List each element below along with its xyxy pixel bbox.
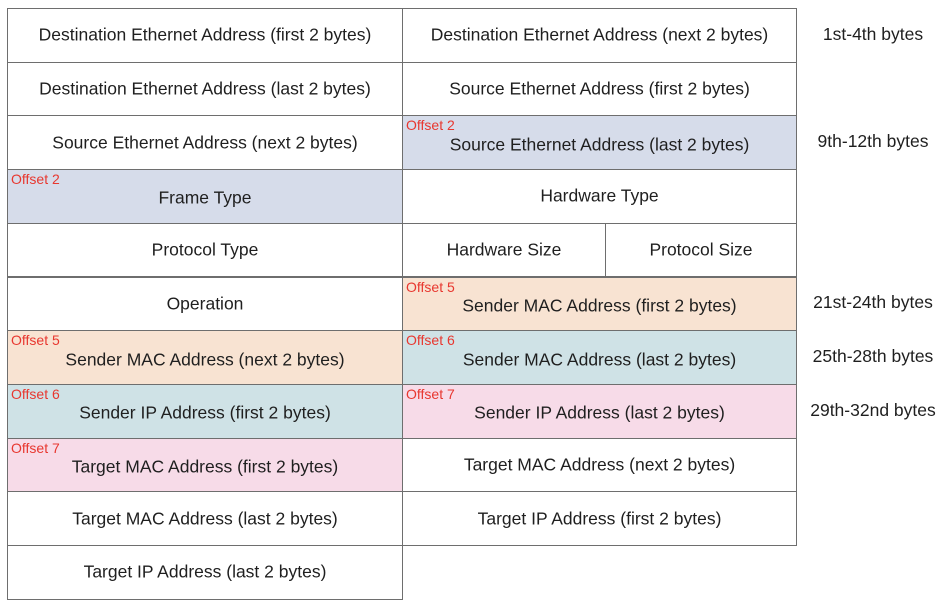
field-cell: Source Ethernet Address (next 2 bytes) — [7, 115, 403, 171]
field-cell: Hardware Type — [402, 169, 797, 224]
field-label: Hardware Type — [540, 185, 659, 206]
offset-label: Offset 5 — [11, 332, 60, 349]
field-cell: Offset 5 Sender MAC Address (next 2 bytes… — [7, 330, 403, 385]
field-cell: Target MAC Address (next 2 bytes) — [402, 437, 797, 493]
field-cell: Offset 7 Target MAC Address (first 2 byte… — [7, 437, 403, 493]
field-label: Sender MAC Address (first 2 bytes) — [462, 295, 737, 316]
field-label: Protocol Size — [649, 239, 753, 260]
offset-label: Offset 7 — [406, 385, 455, 402]
byte-range-label: 25th-28th bytes — [812, 346, 934, 367]
field-cell: Target IP Address (last 2 bytes) — [7, 545, 403, 600]
field-label: Source Ethernet Address (next 2 bytes) — [52, 132, 358, 153]
offset-label: Offset 2 — [11, 171, 60, 188]
offset-label: Offset 6 — [406, 332, 455, 349]
field-cell: Destination Ethernet Address (first 2 by… — [7, 8, 403, 63]
field-label: Hardware Size — [446, 239, 562, 260]
field-label: Destination Ethernet Address (next 2 byt… — [430, 24, 769, 45]
field-cell: Target IP Address (first 2 bytes) — [402, 491, 797, 546]
field-label: Sender IP Address (last 2 bytes) — [474, 402, 725, 423]
offset-label: Offset 6 — [11, 385, 60, 402]
field-label: Sender IP Address (first 2 bytes) — [79, 402, 331, 423]
field-label: Source Ethernet Address (first 2 bytes) — [449, 78, 750, 99]
field-cell: Target MAC Address (last 2 bytes) — [7, 491, 403, 546]
field-label: Target MAC Address (next 2 bytes) — [463, 454, 736, 475]
field-cell: Offset 6 Sender MAC Address (last 2 bytes… — [402, 330, 797, 385]
field-label: Frame Type — [158, 187, 252, 208]
byte-range-label: 21st-24th bytes — [813, 292, 933, 313]
offset-label: Offset 2 — [406, 117, 455, 134]
field-label: Sender MAC Address (next 2 bytes) — [65, 349, 345, 370]
field-label: Sender MAC Address (last 2 bytes) — [462, 349, 737, 370]
field-cell: Destination Ethernet Address (next 2 byt… — [402, 8, 797, 63]
field-cell: Destination Ethernet Address (last 2 byt… — [7, 61, 403, 117]
field-label: Destination Ethernet Address (last 2 byt… — [39, 78, 371, 99]
field-label: Target IP Address (first 2 bytes) — [477, 508, 722, 529]
field-label: Destination Ethernet Address (first 2 by… — [38, 24, 372, 45]
field-label: Source Ethernet Address (last 2 bytes) — [449, 134, 750, 155]
byte-range-label: 29th-32nd bytes — [810, 399, 936, 420]
field-cell: Offset 7 Sender IP Address (last 2 bytes) — [402, 383, 797, 439]
field-cell: Hardware Size — [402, 222, 606, 278]
field-cell: Offset 6 Sender IP Address (first 2 bytes… — [7, 383, 403, 439]
field-cell: Operation — [7, 276, 403, 332]
field-cell: Protocol Type — [7, 222, 403, 278]
field-label: Protocol Type — [151, 239, 259, 260]
field-label: Target MAC Address (first 2 bytes) — [71, 456, 339, 477]
field-label: Target MAC Address (last 2 bytes) — [72, 508, 338, 529]
field-cell: Offset 5 Sender MAC Address (first 2 byte… — [402, 276, 797, 332]
field-cell: Offset 2 Frame Type — [7, 169, 403, 224]
field-label: Operation — [166, 293, 244, 314]
field-label: Target IP Address (last 2 bytes) — [83, 561, 327, 582]
field-cell: Protocol Size — [605, 222, 797, 278]
offset-label: Offset 5 — [406, 278, 455, 295]
offset-label: Offset 7 — [11, 439, 60, 456]
field-cell: Source Ethernet Address (first 2 bytes) — [402, 61, 797, 117]
byte-range-label: 1st-4th bytes — [822, 23, 924, 44]
byte-range-label: 9th-12th bytes — [817, 131, 929, 152]
